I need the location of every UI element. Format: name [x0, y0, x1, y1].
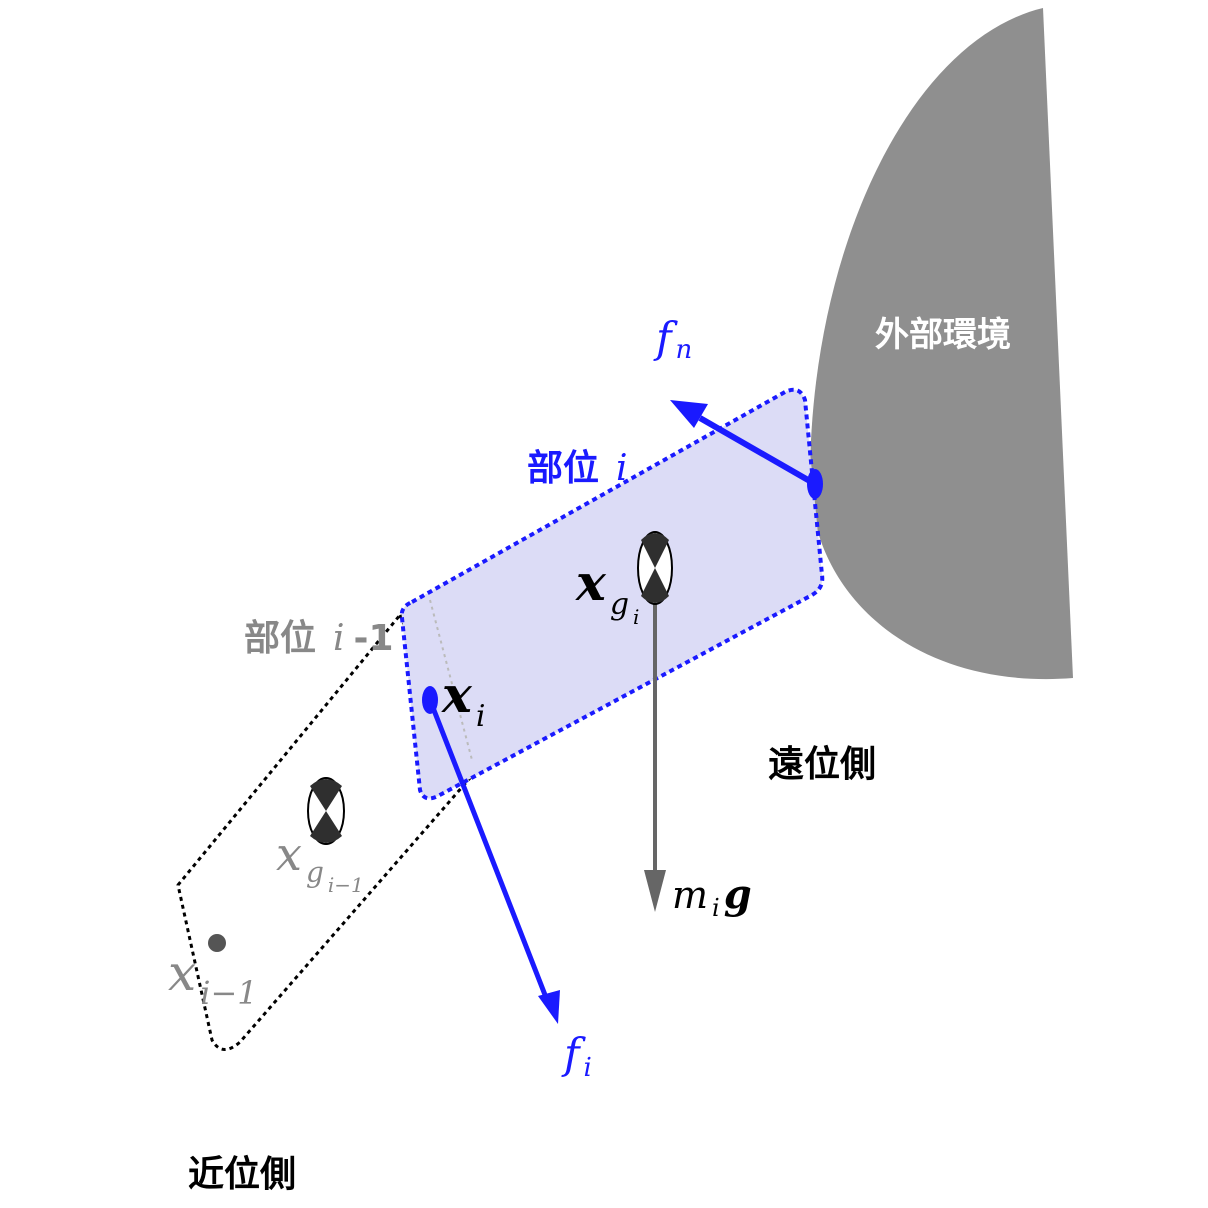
distal-label: 遠位側 [768, 744, 876, 785]
force-fi-head [538, 990, 560, 1024]
com-marker-prev [307, 777, 345, 845]
joint-point-i [422, 686, 438, 714]
gravity-label: m i g [672, 871, 752, 922]
external-environment-shape [810, 8, 1073, 680]
joint-position-label: x i [441, 665, 485, 734]
force-fi-label: f i [561, 1029, 592, 1083]
segment-i-box [399, 387, 825, 801]
gravity-arrow-head [644, 870, 666, 912]
joint-point-prev [208, 934, 226, 952]
segment-prev-outline [176, 613, 472, 1051]
segment-i-label: 部位 i [527, 448, 628, 489]
force-fn-label: f n [653, 313, 692, 365]
com-marker-i [637, 531, 673, 605]
contact-point [807, 469, 823, 499]
joint-prev-label: x i−1 [168, 944, 258, 1012]
com-i-label: x g i [575, 553, 639, 629]
force-fn-line [698, 415, 817, 487]
environment-label: 外部環境 [875, 315, 1011, 355]
force-fn-head [670, 400, 708, 428]
proximal-label: 近位側 [188, 1154, 296, 1195]
segment-prev-label: 部位 i -1 [244, 618, 394, 659]
force-fi-line [427, 699, 550, 1001]
com-prev-label: x g i−1 [276, 827, 364, 897]
